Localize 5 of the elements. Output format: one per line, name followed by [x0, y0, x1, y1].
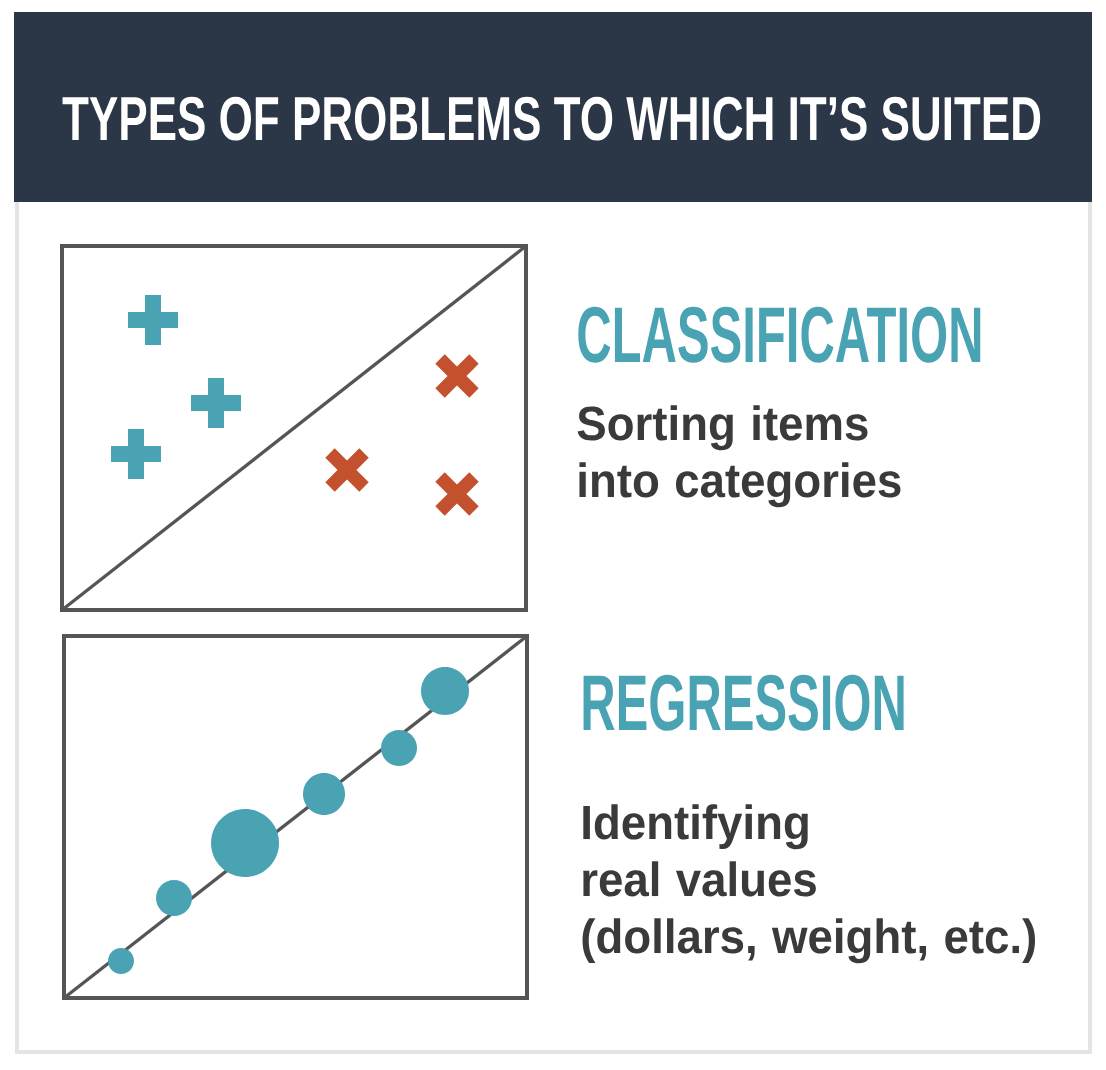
- heading: CLASSIFICATION: [578, 306, 981, 363]
- heading: REGRESSION: [583, 674, 904, 731]
- header-banner: TYPES OF PROBLEMS TO WHICH IT’S SUITED: [14, 12, 1092, 202]
- description: Identifying real values (dollars, weight, etc.): [582, 804, 1035, 964]
- description: Sorting items into categories: [577, 405, 901, 508]
